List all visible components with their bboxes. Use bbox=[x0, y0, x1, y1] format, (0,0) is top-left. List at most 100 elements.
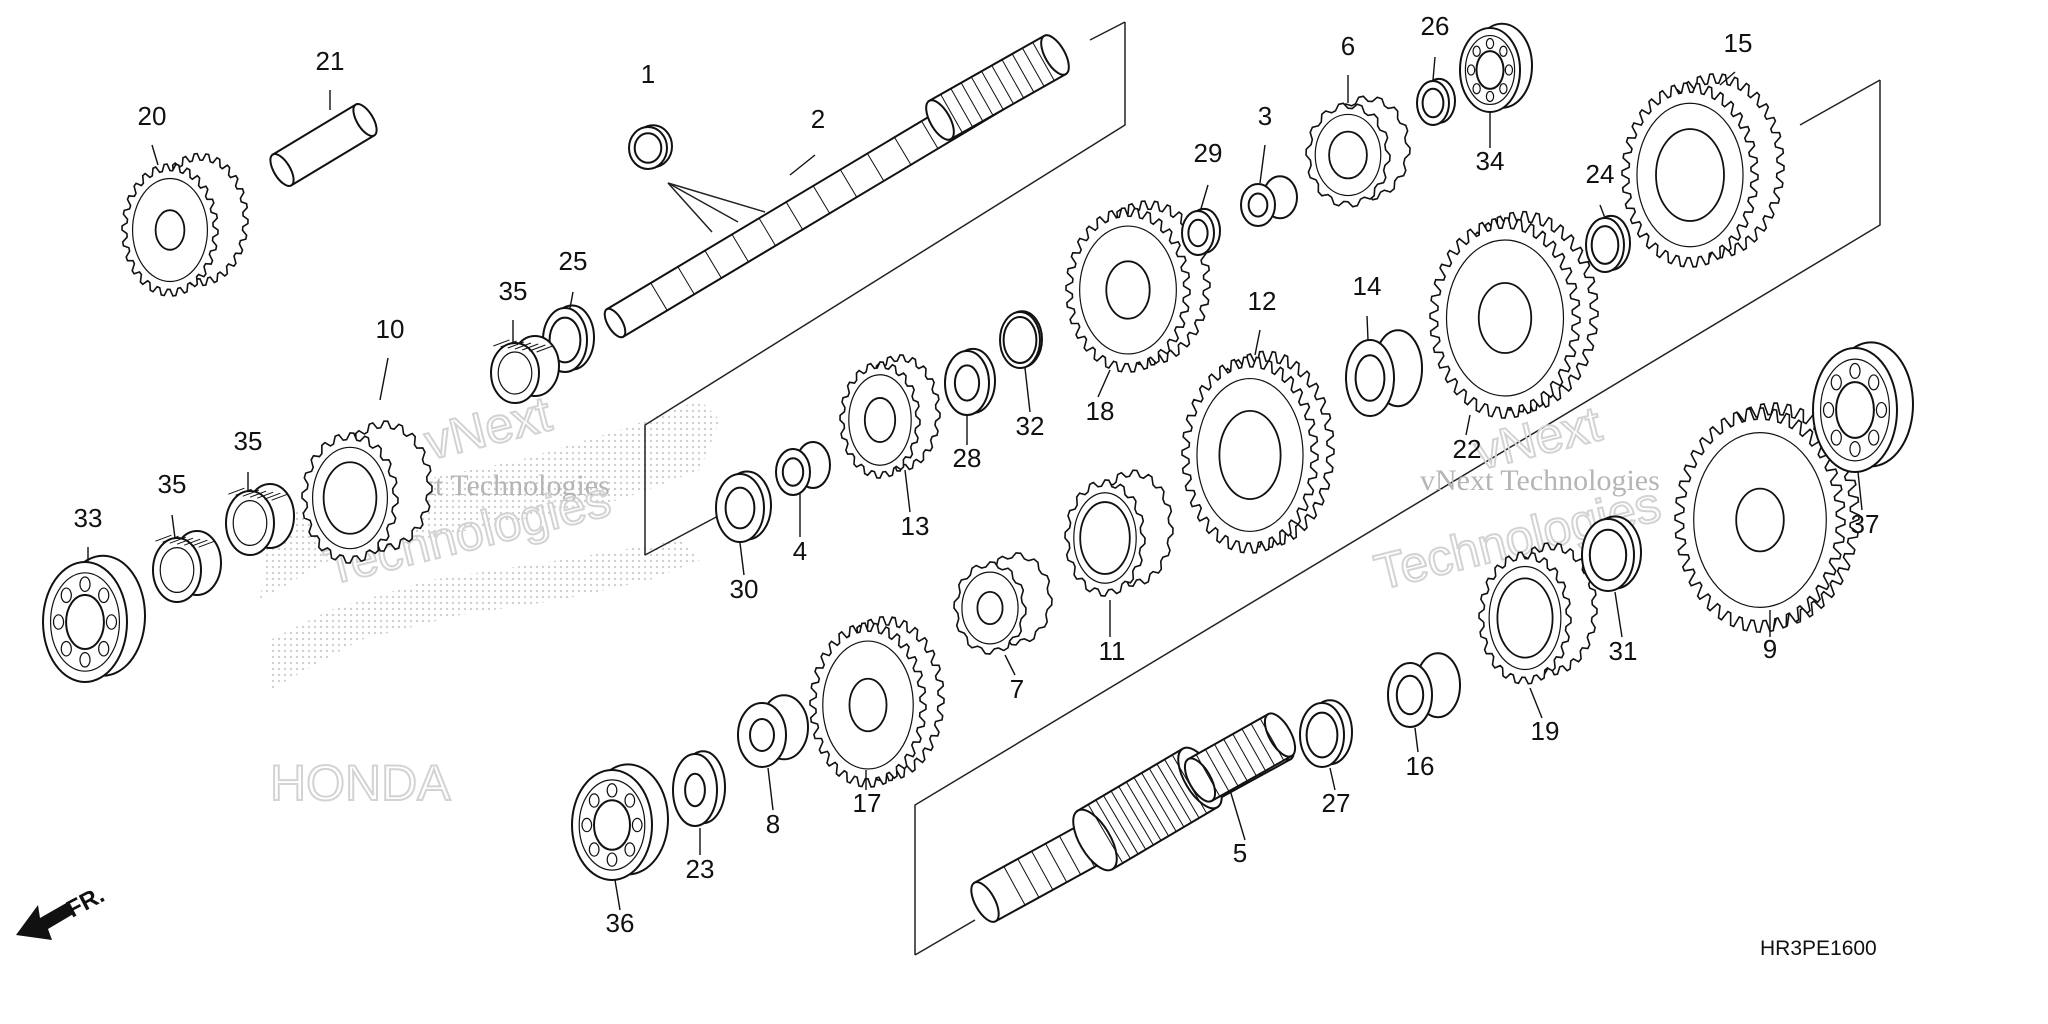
part-23-washer bbox=[672, 750, 726, 827]
callout-35b: 35 bbox=[158, 469, 187, 499]
callout-10: 10 bbox=[376, 314, 405, 344]
leader-line-22 bbox=[1465, 414, 1471, 436]
callout-37: 37 bbox=[1851, 509, 1880, 539]
callout-22: 22 bbox=[1453, 434, 1482, 464]
part-26-washer bbox=[1416, 77, 1456, 126]
part-17-gear bbox=[809, 615, 945, 788]
part-16-collar bbox=[1387, 652, 1461, 728]
callout-33: 33 bbox=[74, 503, 103, 533]
part-34-bearing bbox=[1459, 22, 1533, 113]
callout-13: 13 bbox=[901, 511, 930, 541]
part-14-collar bbox=[1345, 329, 1423, 417]
part-8-bushing bbox=[737, 694, 809, 768]
part-36-bearing bbox=[571, 763, 669, 881]
leader-line-12 bbox=[1254, 329, 1261, 356]
leader-line-37 bbox=[1857, 471, 1863, 511]
callout-19: 19 bbox=[1531, 716, 1560, 746]
part-19-gear bbox=[1478, 542, 1598, 685]
callout-28: 28 bbox=[953, 443, 982, 473]
leader-line-29 bbox=[1199, 184, 1209, 213]
part-35-needle-bearing bbox=[490, 335, 560, 404]
leader-line-3 bbox=[1259, 144, 1266, 184]
callout-4: 4 bbox=[793, 536, 807, 566]
part-2-shaft bbox=[603, 34, 1070, 339]
part-33-bearing bbox=[42, 554, 146, 683]
part-12-gear bbox=[1181, 350, 1335, 554]
part-37-bearing bbox=[1812, 341, 1914, 473]
watermark-middle-right: vNext Technologies bbox=[1420, 464, 1660, 497]
callout-5: 5 bbox=[1233, 838, 1247, 868]
callout-36: 36 bbox=[606, 908, 635, 938]
callout-26: 26 bbox=[1421, 11, 1450, 41]
lower-shaft-frame bbox=[914, 79, 1881, 956]
part-1-ring bbox=[628, 124, 673, 170]
front-direction-arrow-icon bbox=[16, 902, 75, 940]
callout-3: 3 bbox=[1258, 101, 1272, 131]
leader-line-14 bbox=[1366, 315, 1369, 341]
part-27-washer bbox=[1299, 699, 1353, 768]
callout-2: 2 bbox=[811, 104, 825, 134]
callout-32: 32 bbox=[1016, 411, 1045, 441]
leader-line-32 bbox=[1024, 367, 1031, 413]
part-9-gear bbox=[1674, 402, 1860, 633]
part-11-gear bbox=[1064, 469, 1174, 597]
leader-line-35b bbox=[171, 514, 176, 539]
part-10-gear bbox=[301, 420, 433, 564]
leader-lines-part-1 bbox=[667, 182, 766, 233]
callout-25: 25 bbox=[559, 246, 588, 276]
callout-17: 17 bbox=[853, 788, 882, 818]
leader-line-5 bbox=[1229, 789, 1246, 841]
leader-line-30 bbox=[739, 542, 745, 576]
part-13-gear bbox=[839, 354, 941, 479]
callout-16: 16 bbox=[1406, 751, 1435, 781]
callout-34: 34 bbox=[1476, 146, 1505, 176]
callout-20: 20 bbox=[138, 101, 167, 131]
leader-line-15 bbox=[1719, 71, 1736, 86]
part-15-gear bbox=[1621, 73, 1785, 268]
part-21-shaft bbox=[269, 103, 378, 187]
callout-35: 35 bbox=[499, 276, 528, 306]
part-20-gear bbox=[121, 152, 249, 297]
callout-31: 31 bbox=[1609, 636, 1638, 666]
leader-line-24 bbox=[1599, 204, 1606, 219]
leader-line-36 bbox=[614, 879, 621, 911]
callout-35c: 35 bbox=[234, 426, 263, 456]
honda-logo-watermark: HONDA bbox=[270, 755, 451, 811]
leader-line-27 bbox=[1329, 767, 1336, 791]
diagram-code: HR3PE1600 bbox=[1760, 937, 1877, 960]
leader-line-8 bbox=[767, 767, 774, 811]
leader-line-20 bbox=[151, 144, 159, 166]
part-5-shaft bbox=[970, 712, 1297, 923]
part-18-gear bbox=[1065, 200, 1211, 373]
callout-24: 24 bbox=[1586, 159, 1615, 189]
leader-line-13 bbox=[904, 469, 911, 513]
callout-23: 23 bbox=[686, 854, 715, 884]
callout-8: 8 bbox=[766, 809, 780, 839]
callout-7: 7 bbox=[1010, 674, 1024, 704]
part-29-washer bbox=[1181, 207, 1221, 256]
upper-shaft-frame bbox=[644, 21, 1126, 556]
leader-line-10 bbox=[379, 357, 389, 401]
part-22-gear bbox=[1429, 210, 1599, 419]
part-28-washer bbox=[944, 347, 996, 416]
callout-12: 12 bbox=[1248, 286, 1277, 316]
leader-line-16 bbox=[1414, 727, 1419, 753]
part-31-washer bbox=[1581, 515, 1642, 592]
callout-21: 21 bbox=[316, 46, 345, 76]
callout-27: 27 bbox=[1322, 788, 1351, 818]
callout-15: 15 bbox=[1724, 28, 1753, 58]
front-direction-label: FR. bbox=[62, 881, 109, 923]
callout-29: 29 bbox=[1194, 138, 1223, 168]
part-6-gear bbox=[1305, 95, 1411, 208]
part-35c-needle-bearing bbox=[225, 483, 295, 556]
leader-line-26 bbox=[1432, 56, 1436, 81]
leader-line-18 bbox=[1097, 369, 1111, 398]
callout-14: 14 bbox=[1353, 271, 1382, 301]
part-7-gear bbox=[953, 552, 1053, 655]
leader-line-19 bbox=[1529, 687, 1543, 719]
leader-line-25 bbox=[569, 291, 574, 309]
leader-line-31 bbox=[1614, 591, 1623, 638]
part-24-washer bbox=[1585, 214, 1631, 273]
